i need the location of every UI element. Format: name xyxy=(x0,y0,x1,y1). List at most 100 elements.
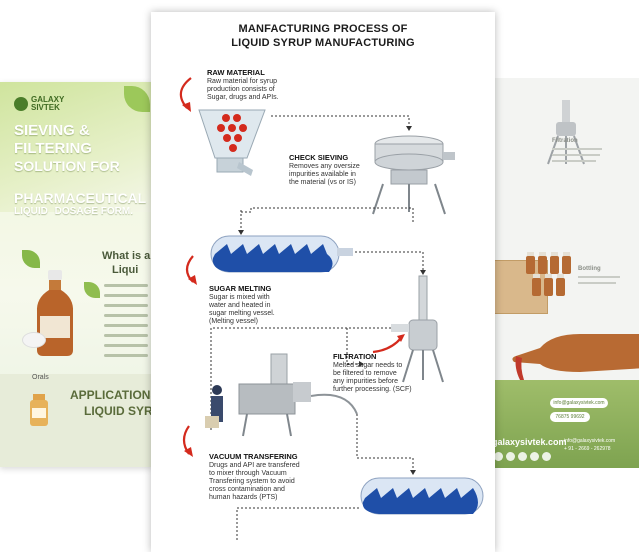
hero-line: SOLUTION FOR xyxy=(14,158,120,174)
what-is-title-continued: Liqui xyxy=(112,264,139,276)
hero-line-part: PHARMACEUTICAL xyxy=(14,190,147,206)
step-check-sieving-title: CHECK SIEVING xyxy=(289,153,349,162)
vacuum-transfer-icon xyxy=(205,353,358,437)
desc-line: human hazards (PTS) xyxy=(209,494,278,501)
step-vacuum-transfering-desc: Drugs and API are transfered to mixer th… xyxy=(209,462,300,502)
social-icon xyxy=(542,452,551,461)
orals-jar-icon xyxy=(30,394,48,426)
paragraph-line xyxy=(104,324,148,327)
desc-line: any impurities before xyxy=(333,378,398,385)
website-label: galaxysivtek.com xyxy=(492,437,567,447)
bottling-note-line xyxy=(578,276,620,278)
infographic-title-line-1: MANFACTURING PROCESS OF xyxy=(238,23,408,35)
leaf-decoration xyxy=(84,282,100,298)
applications-band xyxy=(0,374,152,467)
email-pill: info@galaxysivtek.com xyxy=(550,398,608,408)
flow-arrow-7 xyxy=(236,507,359,540)
desc-line: (Melting vessel) xyxy=(209,318,259,325)
contact-phone: + 91 - 2669 - 262978 xyxy=(564,446,611,452)
desc-line: cross contamination and xyxy=(209,486,285,493)
filtration-note-line xyxy=(552,148,602,150)
step-sugar-melting-desc: Sugar is mixed with water and heated in … xyxy=(209,294,275,326)
social-icon xyxy=(530,452,539,461)
step-filtration-title: FILTRATION xyxy=(333,352,377,361)
filtration-note-line xyxy=(552,154,600,156)
paragraph-line xyxy=(104,334,148,337)
flow-arrow-2 xyxy=(240,207,414,222)
logo-text: GALAXY SIVTEK xyxy=(31,95,65,112)
desc-line: Transfering system to avoid xyxy=(209,478,295,485)
hero-line-part: LIQUID xyxy=(14,206,48,217)
hero-line-part: DOSAGE FORM. xyxy=(54,206,134,217)
leaf-decoration xyxy=(22,250,40,268)
paragraph-line xyxy=(104,294,148,297)
step-raw-material-desc: Raw material for syrup production consis… xyxy=(207,78,279,102)
desc-line: Sugar, drugs and APIs. xyxy=(207,94,279,101)
step-check-sieving-desc: Removes any oversize impurities availabl… xyxy=(289,163,360,187)
red-arrowhead xyxy=(182,102,191,112)
desc-line: production consists of xyxy=(207,86,275,93)
melting-vessel-icon xyxy=(210,235,353,273)
desc-line: be filtered to remove xyxy=(333,370,397,377)
desc-line: water and heated in xyxy=(209,302,271,309)
step-sugar-melting-title: SUGAR MELTING xyxy=(209,284,272,293)
vial xyxy=(544,274,553,296)
pouring-bottle-icon xyxy=(512,334,639,380)
hero-line: FILTERING xyxy=(14,140,93,157)
vial xyxy=(562,252,571,274)
paragraph-line xyxy=(104,314,148,317)
paragraph-line xyxy=(104,284,148,287)
step-filtration-desc: Melted sugar needs to be filtered to rem… xyxy=(333,362,412,394)
social-icon xyxy=(506,452,515,461)
filtration-note-line xyxy=(552,160,596,162)
orals-label: Orals xyxy=(32,374,49,381)
galaxy-sivtek-logo: GALAXY SIVTEK xyxy=(14,96,64,112)
flow-arrow-4 xyxy=(346,327,391,365)
mixing-vessel-icon xyxy=(360,477,484,515)
desc-line: Raw material for syrup xyxy=(207,78,278,85)
filtration-note: Filtration xyxy=(552,138,578,144)
social-icon xyxy=(518,452,527,461)
filtration-unit-icon xyxy=(391,275,444,383)
vial xyxy=(532,274,541,296)
phone-pill: 76875 99692 xyxy=(550,412,590,422)
infographic-title-line-2: LIQUID SYRUP MANUFACTURING xyxy=(231,37,415,49)
flow-arrow-6 xyxy=(356,414,414,470)
desc-line: the material (vs or IS) xyxy=(289,179,356,186)
desc-line: further processing. (SCF) xyxy=(333,386,412,393)
desc-line: Removes any oversize xyxy=(289,163,360,170)
process-infographic: MANFACTURING PROCESS OF LIQUID SYRUP MAN… xyxy=(151,12,495,552)
flow-arrow-1 xyxy=(271,115,410,126)
hero-line: PHARMACEUTICAL xyxy=(14,190,146,206)
flow-arrow-3 xyxy=(355,251,424,270)
red-arrow-icon xyxy=(372,337,402,354)
desc-line: impurities available in xyxy=(289,171,356,178)
step-vacuum-transfering-title: VACUUM TRANSFERING xyxy=(209,452,298,461)
process-flow-graphic xyxy=(179,77,484,540)
right-brochure: Filtration Bottling info@galaxysivtek.co… xyxy=(486,78,639,468)
desc-line: Sugar is mixed with xyxy=(209,294,270,301)
paragraph-line xyxy=(104,354,148,357)
vial xyxy=(538,252,547,274)
desc-line: to mixer through Vacuum xyxy=(209,470,287,477)
left-brochure: GALAXY SIVTEK SIEVING & FILTERING SOLUTI… xyxy=(0,82,152,467)
desc-line: Melted sugar needs to xyxy=(333,362,403,369)
filter-machine-icon xyxy=(547,100,585,165)
desc-line: Drugs and API are transfered xyxy=(209,462,300,469)
step-raw-material-title: RAW MATERIAL xyxy=(207,68,265,77)
desc-line: sugar melting vessel. xyxy=(209,310,275,317)
what-is-title: What is a xyxy=(102,250,151,262)
paragraph-line xyxy=(104,344,148,347)
spoon-icon xyxy=(22,332,46,348)
applications-title-continued: LIQUID SYRU xyxy=(84,404,152,418)
contact-email: info@galaxysivtek.com xyxy=(564,438,616,444)
hero-line: SIEVING & xyxy=(14,122,90,139)
applications-title: APPLICATIONS xyxy=(70,388,152,402)
vial xyxy=(526,252,535,274)
bottling-note-line xyxy=(578,282,616,284)
vibro-sifter-icon xyxy=(372,135,455,215)
hopper-icon xyxy=(198,109,266,176)
paragraph-line xyxy=(104,304,148,307)
hero-line: LIQUID DOSAGE FORM. xyxy=(14,206,133,217)
bottling-note: Bottling xyxy=(578,266,601,272)
